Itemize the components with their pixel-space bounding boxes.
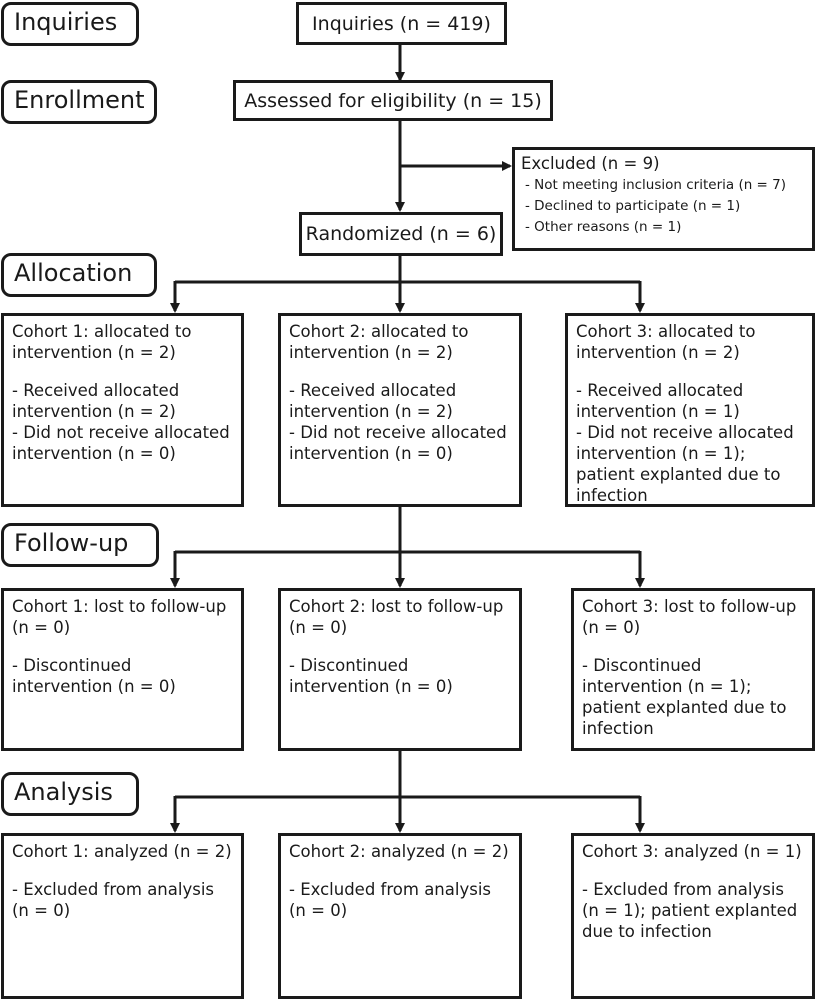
allocation-cohort-3-box: Cohort 3: allocated to intervention (n =…	[565, 313, 815, 507]
followup-cohort-2-box: Cohort 2: lost to follow-up (n = 0) - Di…	[278, 588, 522, 751]
allocation-cohort-2-box: Cohort 2: allocated to intervention (n =…	[278, 313, 522, 507]
stage-label-followup: Follow-up	[1, 523, 159, 567]
inquiries-box: Inquiries (n = 419)	[296, 2, 507, 45]
stage-label-analysis: Analysis	[1, 772, 139, 816]
assessed-count: Assessed for eligibility (n = 15)	[244, 89, 542, 112]
cohort-details: - Excluded from analysis (n = 0)	[12, 880, 215, 920]
excluded-box: Excluded (n = 9) - Not meeting inclusion…	[512, 147, 815, 251]
cohort-title: Cohort 3: allocated to intervention (n =…	[576, 322, 756, 362]
cohort-title: Cohort 1: allocated to intervention (n =…	[12, 322, 192, 362]
excluded-item: - Other reasons (n = 1)	[525, 219, 682, 235]
cohort-title: Cohort 2: lost to follow-up (n = 0)	[289, 597, 504, 637]
analysis-cohort-1-box: Cohort 1: analyzed (n = 2) - Excluded fr…	[1, 833, 244, 999]
cohort-title: Cohort 1: lost to follow-up (n = 0)	[12, 597, 227, 637]
inquiries-count: Inquiries (n = 419)	[312, 12, 491, 35]
analysis-cohort-2-box: Cohort 2: analyzed (n = 2) - Excluded fr…	[278, 833, 522, 999]
excluded-item: - Not meeting inclusion criteria (n = 7)	[525, 177, 787, 193]
followup-cohort-1-box: Cohort 1: lost to follow-up (n = 0) - Di…	[1, 588, 244, 751]
cohort-title: Cohort 1: analyzed (n = 2)	[12, 842, 232, 861]
cohort-details: - Discontinued intervention (n = 1); pat…	[582, 656, 787, 738]
randomized-count: Randomized (n = 6)	[305, 223, 497, 245]
stage-label-inquiries: Inquiries	[1, 2, 139, 46]
cohort-details: - Discontinued intervention (n = 0)	[12, 656, 176, 696]
allocation-cohort-1-box: Cohort 1: allocated to intervention (n =…	[1, 313, 244, 507]
cohort-details: - Excluded from analysis (n = 1); patien…	[582, 880, 798, 941]
cohort-details: - Discontinued intervention (n = 0)	[289, 656, 453, 696]
excluded-item: - Declined to participate (n = 1)	[525, 198, 741, 214]
cohort-title: Cohort 2: allocated to intervention (n =…	[289, 322, 469, 362]
cohort-details: - Received allocated intervention (n = 1…	[576, 381, 794, 505]
assessed-box: Assessed for eligibility (n = 15)	[233, 80, 553, 121]
stage-label-enrollment: Enrollment	[1, 80, 157, 124]
cohort-title: Cohort 2: analyzed (n = 2)	[289, 842, 509, 861]
randomized-box: Randomized (n = 6)	[299, 212, 503, 256]
analysis-cohort-3-box: Cohort 3: analyzed (n = 1) - Excluded fr…	[571, 833, 815, 999]
cohort-title: Cohort 3: lost to follow-up (n = 0)	[582, 597, 797, 637]
cohort-details: - Received allocated intervention (n = 2…	[289, 381, 507, 463]
cohort-details: - Excluded from analysis (n = 0)	[289, 880, 492, 920]
cohort-title: Cohort 3: analyzed (n = 1)	[582, 842, 802, 861]
excluded-title: Excluded (n = 9)	[521, 154, 660, 173]
followup-cohort-3-box: Cohort 3: lost to follow-up (n = 0) - Di…	[571, 588, 815, 751]
stage-label-allocation: Allocation	[1, 253, 157, 297]
cohort-details: - Received allocated intervention (n = 2…	[12, 381, 230, 463]
